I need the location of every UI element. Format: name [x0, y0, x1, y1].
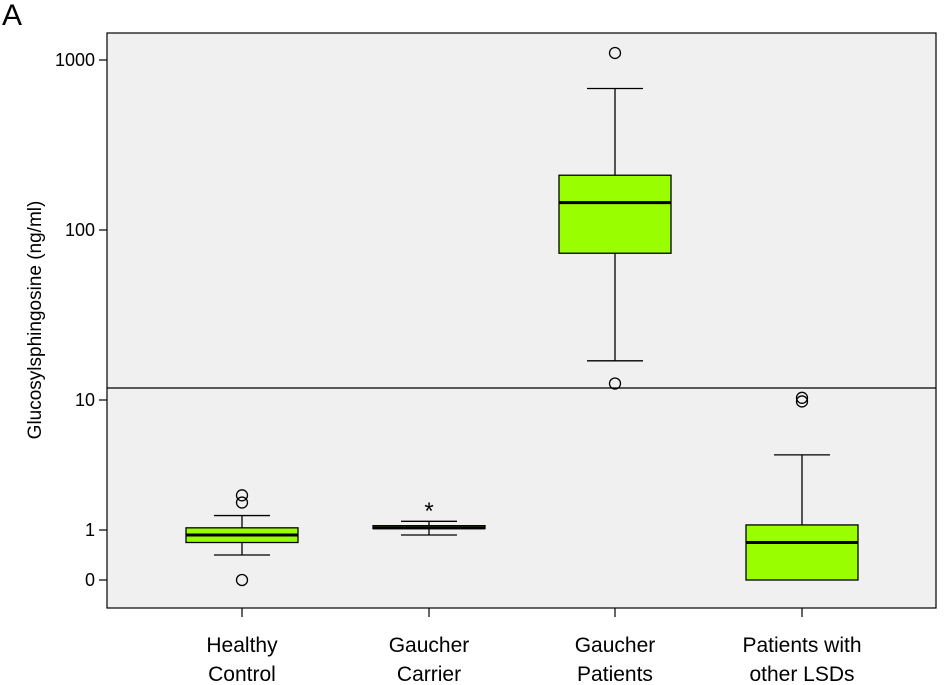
x-axis: HealthyControlGaucherCarrierGaucherPatie…	[206, 608, 862, 685]
x-category-label: Healthy	[206, 634, 278, 657]
box-group	[745, 391, 859, 581]
outlier-marker	[235, 573, 249, 587]
y-axis: 0 1 10 100 1000	[55, 50, 107, 590]
y-tick-label: 1	[85, 520, 95, 540]
outlier-marker	[795, 391, 809, 404]
box-group	[185, 489, 299, 587]
x-category-label: Patients	[577, 663, 653, 685]
extreme-outlier-marker: *	[424, 498, 433, 525]
x-category-label: Gaucher	[575, 634, 656, 657]
y-tick-label: 100	[65, 220, 95, 240]
x-category-label: Control	[208, 663, 276, 685]
outlier-marker	[608, 46, 622, 60]
plot-area	[106, 32, 937, 609]
panel-label: A	[2, 0, 22, 32]
x-category-label: other LSDs	[749, 663, 854, 685]
y-tick-label: 1000	[55, 50, 95, 70]
outlier-marker	[795, 395, 809, 408]
iqr-box	[558, 174, 672, 254]
y-tick-label: 0	[85, 570, 95, 590]
y-tick-label: 10	[75, 390, 95, 410]
x-category-label: Carrier	[397, 663, 461, 685]
outlier-marker	[608, 377, 622, 390]
x-category-label: Patients with	[742, 634, 861, 657]
outlier-marker	[235, 489, 249, 502]
x-category-label: Gaucher	[389, 634, 470, 657]
box-group	[558, 46, 672, 390]
outlier-marker	[235, 496, 249, 509]
box-series: *	[185, 46, 859, 587]
iqr-box	[745, 524, 859, 581]
box-group: *	[372, 498, 486, 536]
y-axis-title: Glucosylsphingosine (ng/ml)	[25, 201, 46, 440]
